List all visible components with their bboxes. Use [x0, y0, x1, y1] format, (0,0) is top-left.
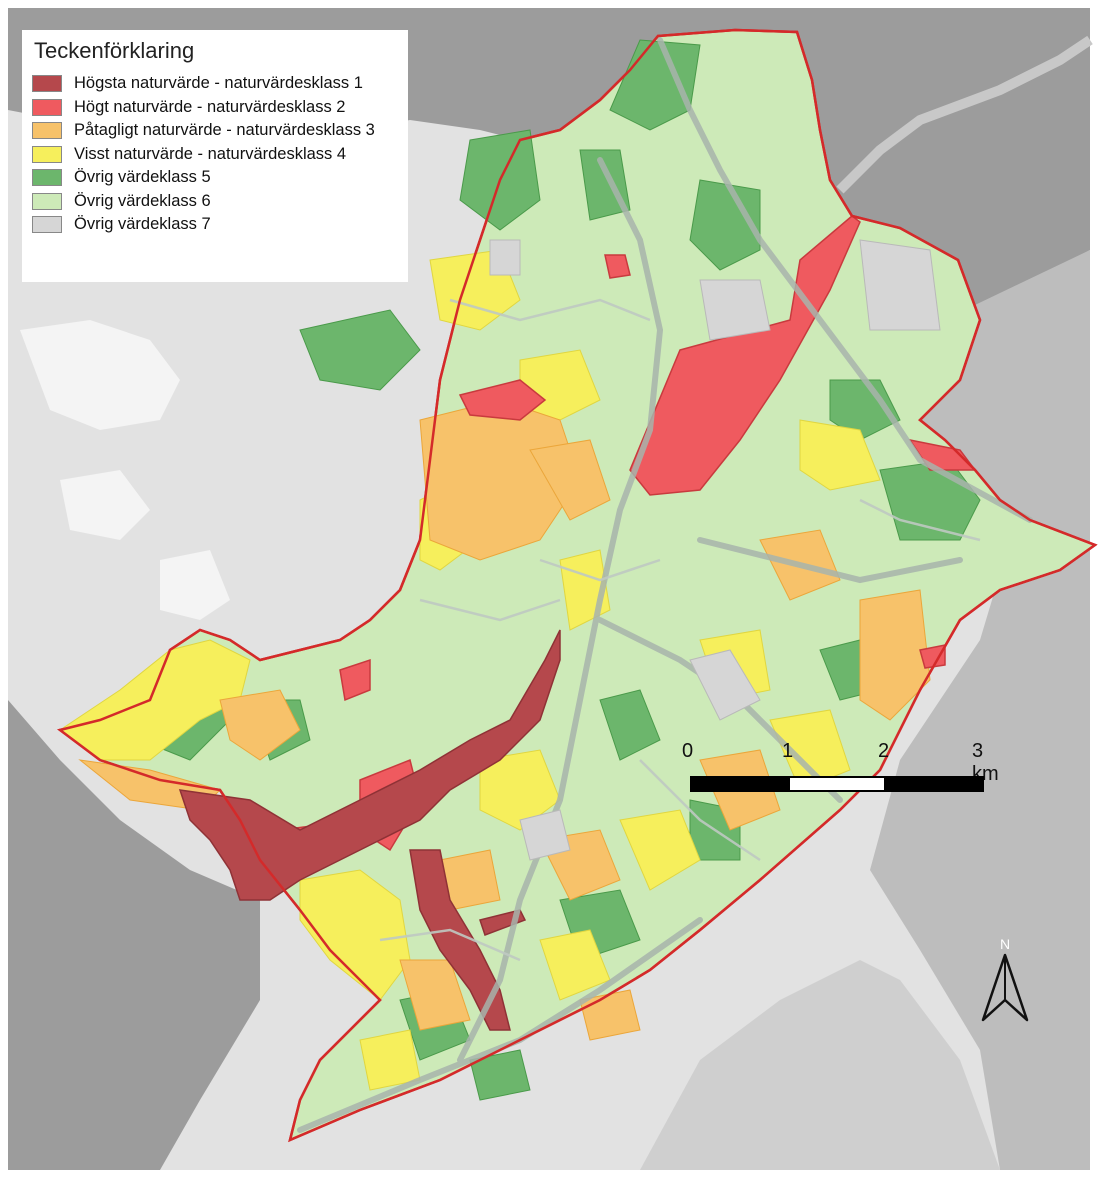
legend-label-class-7: Övrig värdeklass 7	[74, 215, 211, 234]
legend-label-class-4: Visst naturvärde - naturvärdesklass 4	[74, 144, 347, 163]
study-area-boundary	[57, 28, 1098, 1143]
legend-swatch-class-2	[32, 98, 62, 116]
scale-bar: 0 1 2 3 km	[680, 740, 1010, 810]
north-label: N	[1000, 936, 1010, 952]
map-legend: Teckenförklaring Högsta naturvärde - nat…	[22, 30, 408, 282]
water-river	[836, 35, 1093, 194]
lakes-west	[20, 320, 230, 620]
legend-label-class-2: Högt naturvärde - naturvärdesklass 2	[74, 97, 346, 116]
class-7-areas	[489, 239, 941, 861]
legend-row: Påtagligt naturvärde - naturvärdesklass …	[32, 119, 398, 143]
legend-swatch-class-6	[32, 192, 62, 210]
legend-swatch-class-7	[32, 216, 62, 234]
water-southeast	[640, 960, 1000, 1170]
scale-segment-black-1	[690, 776, 790, 792]
legend-swatch-class-1	[32, 75, 62, 93]
north-arrow-icon: N	[981, 936, 1029, 1022]
legend-row: Visst naturvärde - naturvärdesklass 4	[32, 143, 398, 167]
scale-tick-2: 2	[878, 740, 890, 762]
legend-label-class-6: Övrig värdeklass 6	[74, 191, 211, 210]
water-east	[860, 250, 1090, 1170]
scale-segment-black-2	[884, 776, 984, 792]
legend-row: Högt naturvärde - naturvärdesklass 2	[32, 96, 398, 120]
legend-swatch-class-4	[32, 145, 62, 163]
legend-label-class-3: Påtagligt naturvärde - naturvärdesklass …	[74, 121, 375, 140]
legend-swatch-class-5	[32, 169, 62, 187]
legend-label-class-1: Högsta naturvärde - naturvärdesklass 1	[74, 74, 363, 93]
legend-row: Övrig värdeklass 7	[32, 213, 398, 237]
road-minor	[379, 298, 981, 962]
scale-segment-white	[788, 776, 886, 792]
legend-swatch-class-3	[32, 122, 62, 140]
legend-row: Högsta naturvärde - naturvärdesklass 1	[32, 72, 398, 96]
water-west	[8, 700, 260, 1170]
legend-label-class-5: Övrig värdeklass 5	[74, 168, 211, 187]
class-3-areas	[78, 399, 931, 1041]
legend-row: Övrig värdeklass 5	[32, 166, 398, 190]
legend-title: Teckenförklaring	[34, 38, 195, 63]
scale-tick-0: 0	[682, 740, 694, 762]
legend-row: Övrig värdeklass 6	[32, 190, 398, 214]
scale-tick-1: 1	[782, 740, 794, 762]
